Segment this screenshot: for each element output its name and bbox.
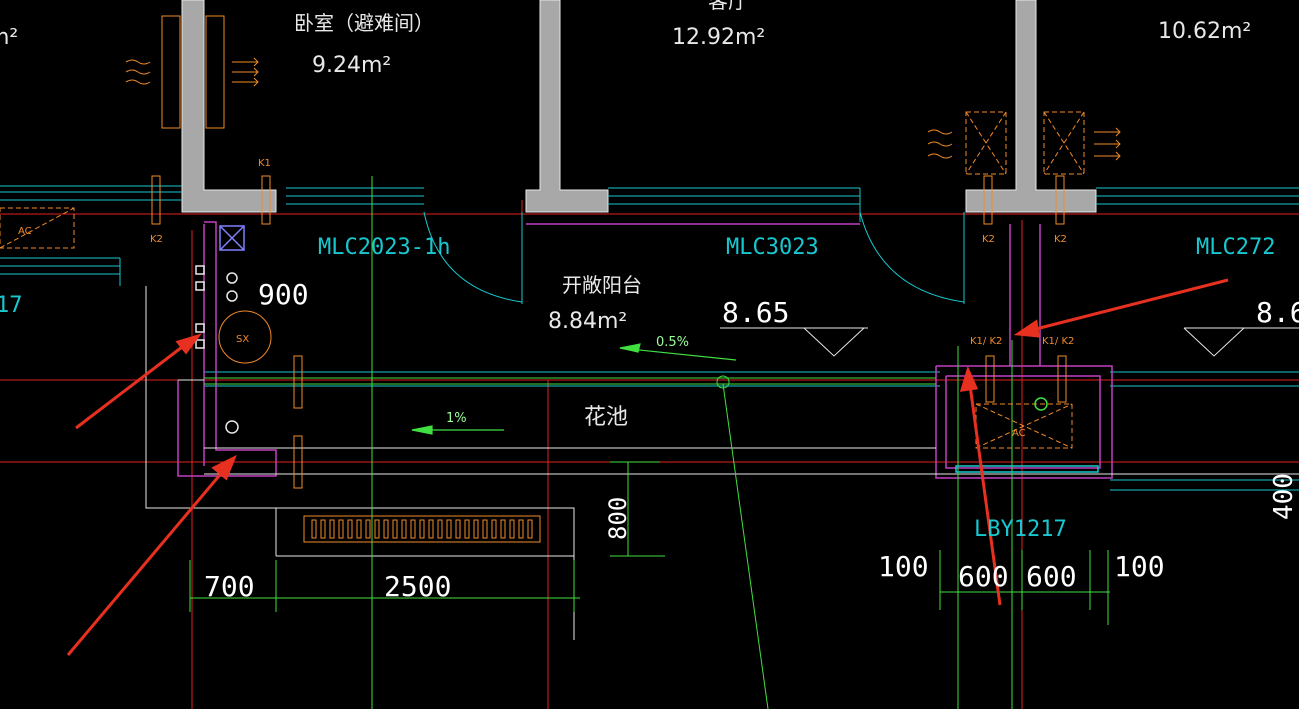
annotation-arrows (66, 278, 1229, 656)
room-area-living: 12.92m² (672, 25, 765, 50)
slope-balcony: 0.5% (656, 335, 689, 350)
light-lines (145, 286, 1299, 640)
dim-100-right: 100 (1114, 550, 1165, 583)
window-tag-mlc-left: MLC2023-1h (318, 235, 450, 260)
dim-600-b: 600 (1026, 560, 1077, 593)
arrow-1 (75, 342, 187, 430)
room-area-right: 10.62m² (1158, 19, 1251, 44)
room-area-left-edge: m² (0, 25, 18, 50)
label-k2-right-a: K2 (982, 234, 995, 245)
room-name-living: 客厅 (708, 0, 748, 13)
label-k1k2-a: K1/ K2 (970, 336, 1002, 347)
grille-slat (473, 519, 479, 539)
grille-slat (500, 519, 506, 539)
magenta-outlines (177, 221, 1113, 479)
grille-slat (455, 519, 461, 539)
grille-slat (482, 519, 488, 539)
grille-slat (311, 519, 317, 539)
grille-slat (356, 519, 362, 539)
label-k1-left: K1 (258, 158, 271, 169)
room-name-bedroom: 卧室（避难间） (294, 11, 434, 35)
dim-600-a: 600 (958, 560, 1009, 593)
grille-slat (518, 519, 524, 539)
floor-drains (195, 225, 1099, 473)
window-tag-mlc-right: MLC272 (1196, 235, 1275, 260)
grille-slat (419, 519, 425, 539)
grille-slat (365, 519, 371, 539)
grille-slat (374, 519, 380, 539)
grille-slats (311, 519, 533, 539)
elevation-right: 8.6 (1256, 296, 1299, 329)
dim-800: 800 (604, 497, 632, 540)
label-ac-right: AC (1012, 428, 1026, 439)
grille-slat (392, 519, 398, 539)
window-tag-left-cut: 17 (0, 293, 23, 318)
grille-slat (401, 519, 407, 539)
grille-slat (464, 519, 470, 539)
grille-slat (320, 519, 326, 539)
label-k1k2-b: K1/ K2 (1042, 336, 1074, 347)
red-axis-lines (0, 200, 1299, 709)
slope-planter: 1% (446, 411, 467, 426)
dim-2500: 2500 (384, 570, 451, 603)
label-sx: SX (236, 334, 249, 345)
equipment-graphics (0, 15, 1121, 543)
dim-900: 900 (258, 278, 309, 311)
grille-slat (410, 519, 416, 539)
grille-slat (428, 519, 434, 539)
label-ac-left: AC (18, 226, 32, 237)
label-k2-left: K2 (150, 234, 163, 245)
label-k2-right-b: K2 (1054, 234, 1067, 245)
dim-100-left: 100 (878, 550, 929, 583)
elevation-symbols (720, 327, 1299, 357)
slope-arrows (411, 343, 737, 435)
room-area-balcony: 8.84m² (548, 309, 627, 334)
wall-mid-column (525, 0, 609, 213)
arrow-2 (66, 469, 226, 656)
room-area-bedroom: 9.24m² (312, 53, 391, 78)
room-name-balcony: 开敞阳台 (562, 273, 642, 297)
green-lines (189, 176, 1110, 709)
grille-slat (527, 519, 533, 539)
window-tag-mlc-mid: MLC3023 (726, 235, 819, 260)
grille-slat (338, 519, 344, 539)
elevation-main: 8.65 (722, 296, 789, 329)
grille-slat (491, 519, 497, 539)
grille-slat (347, 519, 353, 539)
window-tag-lby: LBY1217 (974, 517, 1067, 542)
grille-slat (446, 519, 452, 539)
grille-slat (383, 519, 389, 539)
dim-400: 400 (1269, 473, 1299, 520)
grille-slat (329, 519, 335, 539)
grille-slat (437, 519, 443, 539)
walls (181, 0, 1097, 213)
room-name-planter: 花池 (584, 405, 628, 430)
dim-700: 700 (204, 570, 255, 603)
arrow-3 (1031, 278, 1229, 332)
grille-slat (509, 519, 515, 539)
wall-left-column (181, 0, 277, 213)
arrow-4 (968, 384, 1002, 606)
wall-right-column (965, 0, 1097, 213)
